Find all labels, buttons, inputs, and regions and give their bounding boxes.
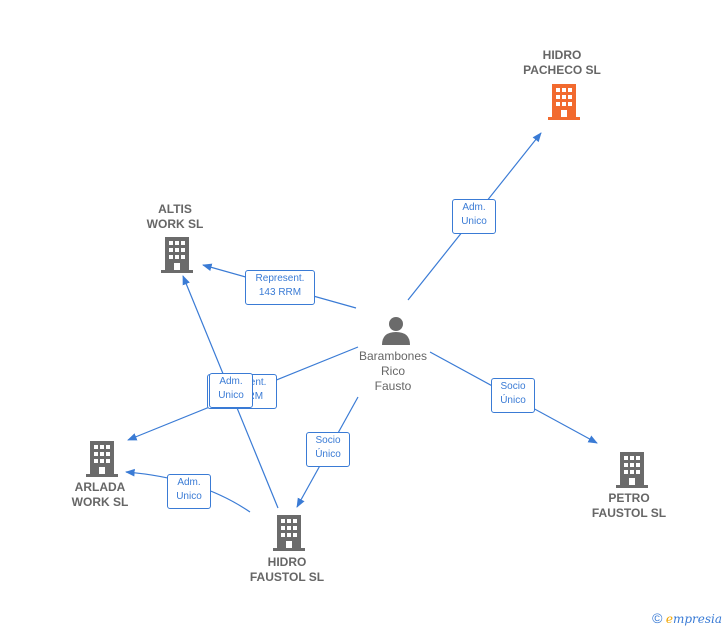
edge-label-socio-unico-hidro-faustol: Socio Único <box>306 432 350 467</box>
brand-logo-text: mpresia <box>672 612 722 626</box>
edge-label-adm-unico-arlada: Adm. Unico <box>167 474 211 509</box>
node-label-hidro-pacheco[interactable]: HIDRO PACHECO SL <box>523 48 601 77</box>
node-label-arlada-work[interactable]: ARLADA WORK SL <box>71 480 129 509</box>
copyright-symbol: © <box>652 610 663 626</box>
node-label-altis-work[interactable]: ALTIS WORK SL <box>146 202 204 231</box>
edge-label-socio-unico-petro: Socio Único <box>491 378 535 413</box>
edge-label-represent-altis: Represent. 143 RRM <box>245 270 315 305</box>
building-icon[interactable] <box>616 452 648 488</box>
footer-brand[interactable]: © empresia <box>652 610 722 626</box>
person-icon[interactable] <box>381 315 411 345</box>
node-label-petro-faustol[interactable]: PETRO FAUSTOL SL <box>591 491 667 520</box>
building-icon[interactable] <box>161 237 193 273</box>
building-icon[interactable] <box>273 515 305 551</box>
building-icon[interactable] <box>86 441 118 477</box>
building-icon-highlight[interactable] <box>548 84 580 120</box>
node-label-hidro-faustol[interactable]: HIDRO FAUSTOL SL <box>249 555 325 584</box>
brand-logo-e: e <box>665 612 673 626</box>
edge-label-adm-unico-altis: Adm. Unico <box>209 373 253 408</box>
node-label-person[interactable]: Barambones Rico Fausto <box>358 349 428 393</box>
edge-label-adm-unico-pacheco: Adm. Unico <box>452 199 496 234</box>
